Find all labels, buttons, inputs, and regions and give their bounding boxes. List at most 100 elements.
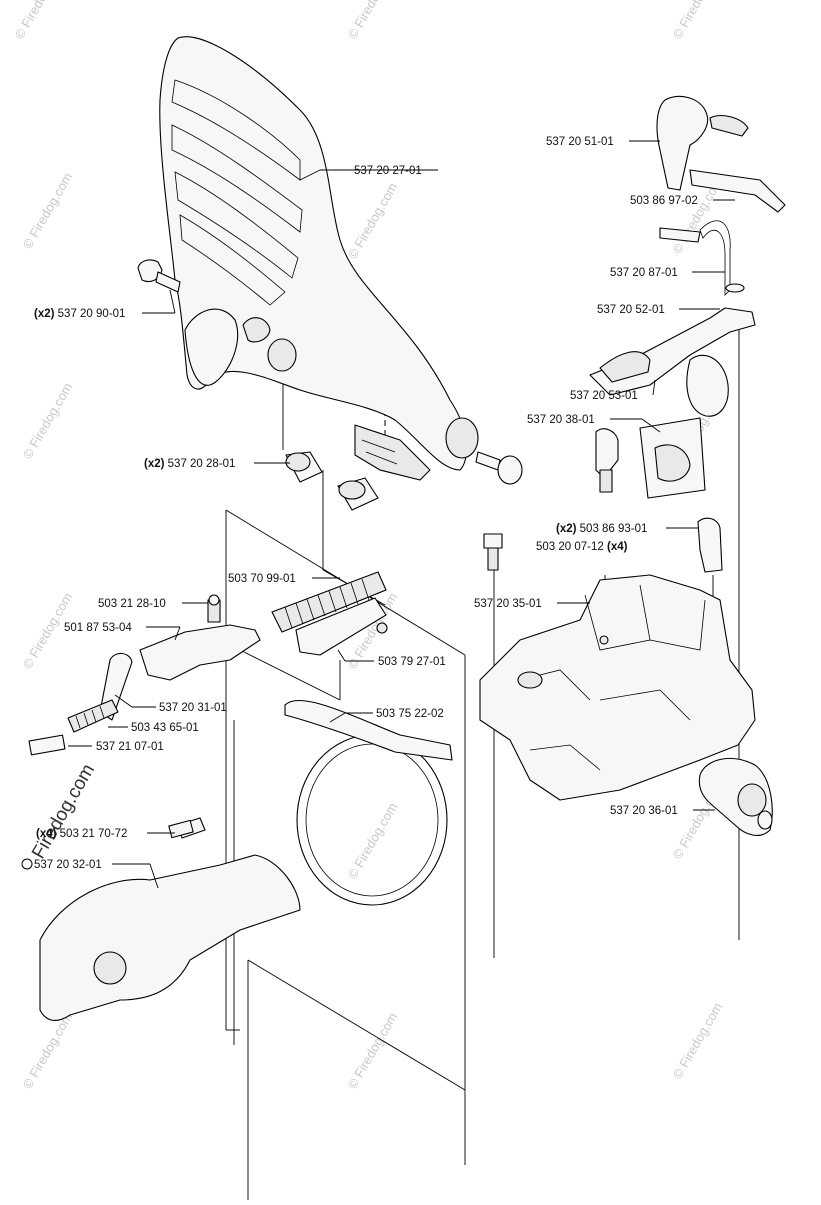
guard-grip (184, 308, 239, 386)
watermark-text: © Firedog.com (20, 170, 76, 252)
screw-503-20-07-12-head (483, 533, 503, 549)
latch-lever (139, 624, 261, 681)
cable-end (659, 227, 701, 243)
part-label: 503 79 27-01 (378, 656, 446, 668)
brake-band-503-75-22-02 (284, 699, 453, 906)
brake-band-loop (296, 734, 448, 906)
tab-ribs (361, 439, 398, 465)
crankcase-boss (517, 671, 543, 689)
copyright-circle-icon (21, 858, 33, 870)
spring-cover (295, 597, 387, 656)
crankcase-detail-lines (519, 584, 706, 771)
alignment-lines (225, 330, 740, 1200)
screw-shank (155, 271, 181, 293)
watermark-text: © Firedog.com (12, 0, 68, 42)
leader-line (299, 169, 321, 181)
throttle-trigger (656, 95, 708, 191)
guard-boss (242, 317, 271, 343)
guard-slot (174, 171, 299, 279)
watermark-text: © Firedog.com (670, 1000, 726, 1082)
pivot-hole (267, 338, 297, 372)
control-lever (589, 307, 756, 396)
leader-line (641, 418, 661, 433)
part-label: 537 20 87-01 (610, 267, 678, 279)
throttle-cable (699, 220, 731, 296)
clutch-cover-537-20-32-01 (39, 817, 301, 1021)
bushing-bore (338, 480, 366, 500)
latch-block (28, 734, 66, 756)
part-label: 503 21 28-10 (98, 598, 166, 610)
part-label: 503 70 99-01 (228, 573, 296, 585)
watermark-text: © Firedog.com (345, 180, 401, 262)
leader-line (174, 626, 181, 641)
small-screw-head (208, 594, 220, 606)
watermark-text: © Firedog.com (20, 380, 76, 462)
part-label: 503 20 07-12 (x4) (536, 541, 628, 553)
guard-slot (171, 124, 303, 233)
pivot-hole (445, 417, 479, 459)
part-label: 537 20 36-01 (610, 805, 678, 817)
watermark-text: © Firedog.com (345, 1010, 401, 1092)
screw-head (137, 259, 163, 283)
part-labels: 537 20 27-01 (x2) 537 20 90-01 (x2) 537 … (21, 136, 698, 871)
part-label: 537 20 53-01 (570, 390, 638, 402)
part-label: 503 43 65-01 (131, 722, 199, 734)
latch-spring (67, 699, 119, 733)
leader-line (169, 289, 176, 314)
tank-vent-cap (757, 810, 773, 830)
part-label: 503 75 22-02 (376, 708, 444, 720)
part-label: (x2) 537 20 28-01 (144, 458, 235, 470)
part-label: 537 20 31-01 (159, 702, 227, 714)
spring-turns (284, 578, 370, 629)
hand-guard-body (159, 36, 468, 471)
hand-guard-part (159, 36, 479, 481)
cover-hole (93, 951, 127, 985)
part-label: 537 20 38-01 (527, 414, 595, 426)
watermark-large-text: Firedog.com (28, 761, 99, 863)
screw-503-20-07-12-shank (487, 547, 499, 571)
trigger-lever (709, 115, 749, 137)
leader-line (149, 863, 159, 889)
watermark-text: © Firedog.com (20, 1010, 76, 1092)
watermark-text: © Firedog.com (345, 0, 401, 42)
leader-line (337, 649, 346, 662)
screw-head (497, 455, 523, 485)
tank-vent-bore (737, 783, 767, 817)
leader-line (329, 712, 346, 723)
cable-washer (725, 283, 745, 293)
part-label-group: 537 20 32-01 (21, 858, 102, 871)
part-label: (x2) 537 20 90-01 (34, 308, 125, 320)
filter-cover-detail (654, 444, 691, 482)
bushing-537-20-28-01 (285, 451, 379, 511)
latch-parts (28, 594, 261, 756)
part-label: 537 21 07-01 (96, 741, 164, 753)
leader-lines (68, 140, 735, 889)
watermark-text: © Firedog.com (345, 800, 401, 882)
alignment-line (247, 959, 466, 1091)
fitting-stem (599, 469, 613, 493)
spring-503-70-99-01 (271, 571, 387, 633)
cover-503-79-27-01 (295, 597, 388, 656)
cover-hole (376, 622, 388, 634)
part-label: 537 20 35-01 (474, 598, 542, 610)
part-label: 537 20 51-01 (546, 136, 614, 148)
alignment-line (229, 644, 341, 701)
right-assembly (479, 95, 786, 836)
watermark-text: © Firedog.com (670, 0, 726, 42)
brake-band-tab (284, 699, 453, 761)
screw-shank (475, 451, 501, 471)
brake-band-inner (305, 743, 439, 897)
guard-slot (179, 214, 286, 306)
bushing-bore (285, 452, 311, 472)
lever-grip (599, 351, 651, 383)
latch-spring-turns (75, 705, 105, 729)
part-label: 537 20 27-01 (354, 165, 422, 177)
leader-line (652, 379, 656, 396)
brake-lever-tab (354, 424, 431, 481)
screw-537-20-90-01 (137, 259, 181, 293)
leader-line (114, 694, 133, 708)
part-label: (x4) 503 21 70-72 (36, 828, 127, 840)
part-label: 501 87 53-04 (64, 622, 132, 634)
